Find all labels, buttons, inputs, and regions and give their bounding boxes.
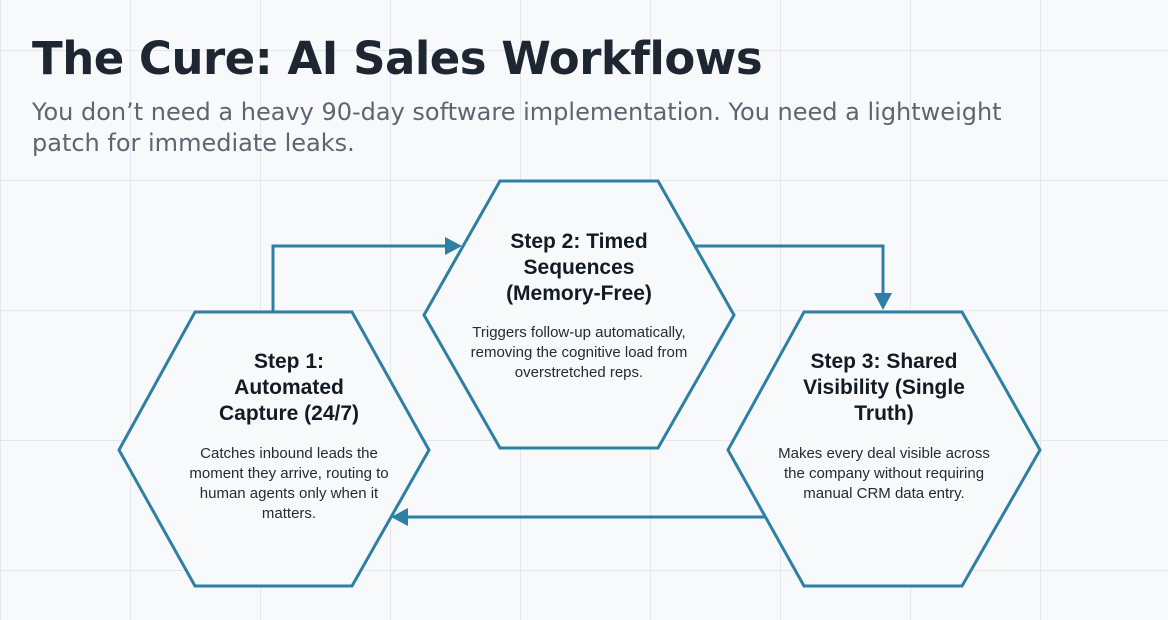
step-1-hexagon [117, 310, 431, 588]
connector-step2-to-step3 [696, 244, 885, 296]
arrowhead-step3-to-step1 [391, 508, 408, 526]
step-1-description: Catches inbound leads the moment they ar… [189, 445, 389, 522]
page-title: The Cure: AI Sales Workflows [32, 32, 763, 85]
step-2-hexagon [422, 179, 736, 450]
arrowhead-step2-to-step3 [874, 293, 892, 310]
step-2-title: Step 2: Timed Sequences (Memory-Free) [506, 230, 652, 305]
step-1-title: Step 1: Automated Capture (24/7) [218, 350, 360, 425]
step-2-box: Step 2: Timed Sequences (Memory-Free) Tr… [459, 229, 699, 383]
step-2-description: Triggers follow-up automatically, removi… [470, 324, 688, 381]
arrowhead-step1-to-step2 [445, 237, 462, 255]
step-3-description: Makes every deal visible across the comp… [778, 445, 990, 502]
step-3-box: Step 3: Shared Visibility (Single Truth)… [764, 349, 1004, 504]
page-subtitle: You don’t need a heavy 90-day software i… [32, 98, 1002, 157]
connector-step1-to-step2 [271, 244, 450, 312]
step-1-box: Step 1: Automated Capture (24/7) Catches… [164, 349, 414, 524]
step-3-title: Step 3: Shared Visibility (Single Truth) [803, 350, 965, 425]
step-3-hexagon [726, 310, 1042, 588]
